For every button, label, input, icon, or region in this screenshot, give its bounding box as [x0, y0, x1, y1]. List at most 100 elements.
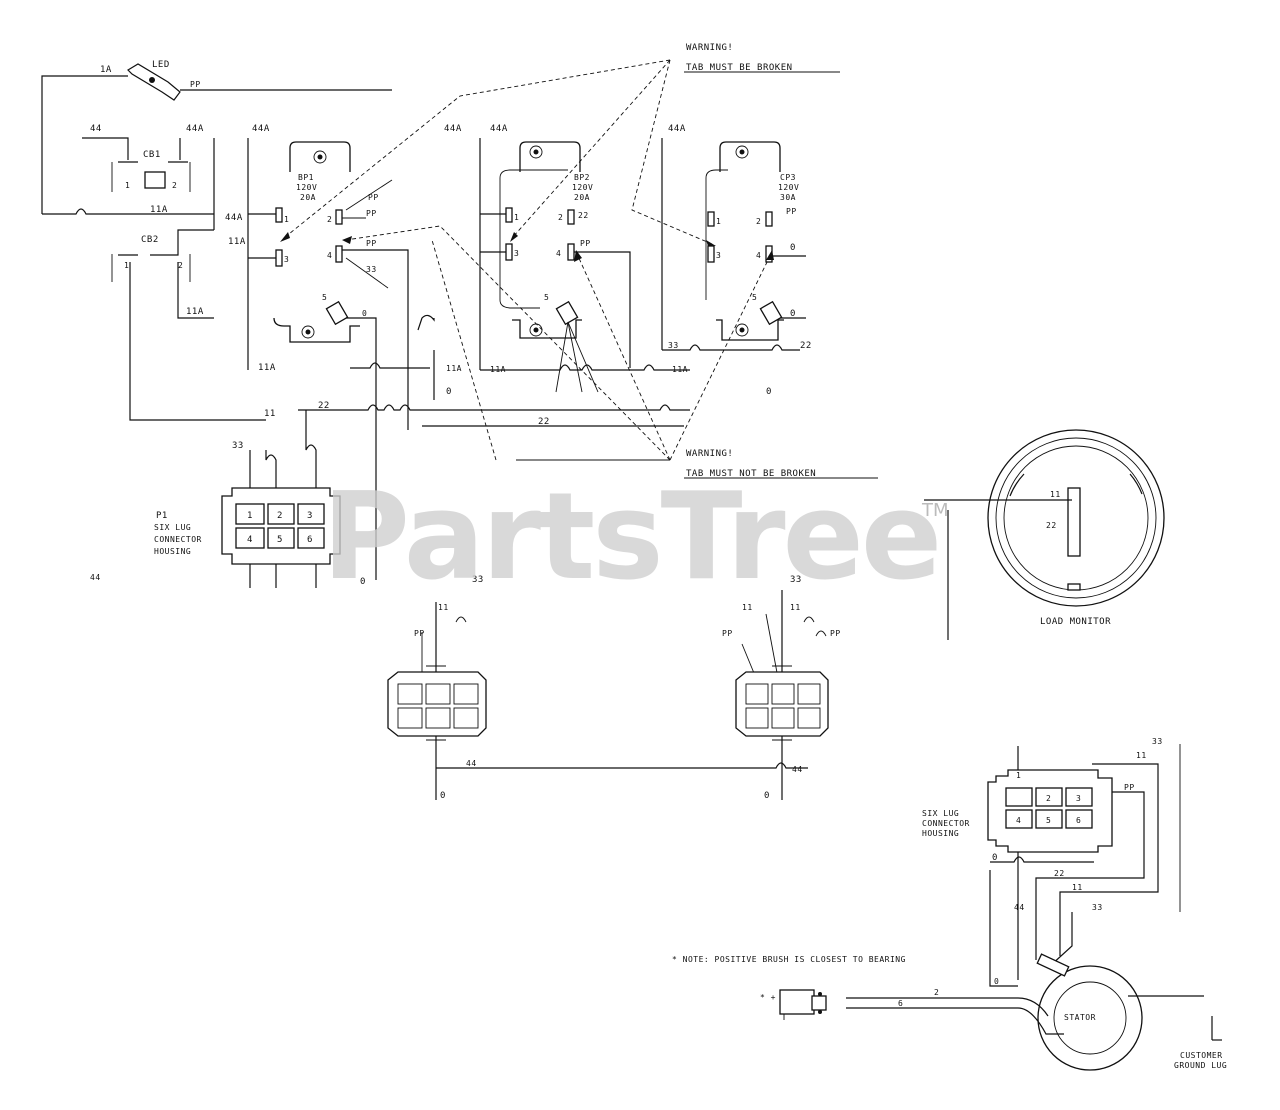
wire-label-pp-st: PP — [1124, 783, 1135, 792]
cb2-label: CB2 — [141, 235, 159, 245]
p1-pin-5: 5 — [277, 535, 283, 545]
wire-label-6-st: 6 — [898, 999, 903, 1008]
six-lug-pin-5: 5 — [1046, 816, 1051, 825]
six-lug-pin-2: 2 — [1046, 794, 1051, 803]
cb1-pin-2: 2 — [172, 181, 177, 190]
wire-label-33-st: 33 — [1152, 737, 1163, 746]
bp1-wire-0: 0 — [362, 309, 367, 318]
bus-label-22-a: 22 — [318, 401, 330, 411]
stator-assembly: 33 11 PP 2 3 4 5 6 1 SIX LUG CONNECTOR H… — [672, 737, 1227, 1071]
cp3-wire-33: 33 — [668, 341, 679, 350]
bus-label-0-a: 0 — [446, 387, 452, 397]
wire-label-44a-mid: 44A — [225, 213, 243, 223]
stator-label: STATOR — [1064, 1013, 1096, 1022]
wire-label-33-p1: 33 — [232, 441, 244, 451]
cb2-breaker: CB2 1 2 11A — [111, 229, 266, 421]
bp2-amp: 20A — [574, 193, 590, 202]
p1-pin-2: 2 — [277, 511, 283, 521]
wire-label-44-cb1: 44 — [90, 124, 102, 134]
connector-12-left: 33 11 PP 44 0 — [387, 575, 808, 801]
wire-label-0-cl: 0 — [440, 791, 446, 801]
bp2-wire-pp: PP — [580, 239, 591, 248]
wire-label-11-st-b: 11 — [1072, 883, 1083, 892]
cp3-wire-0b: 0 — [790, 309, 796, 319]
bus-label-22-b: 22 — [538, 417, 550, 427]
p1-pin-4: 4 — [247, 535, 253, 545]
bus-label-11a-b: 11A — [490, 365, 506, 374]
p1-connector: 33 1 2 3 4 5 6 P1 SIX LUG CONNECTOR HOUS… — [90, 410, 366, 588]
wire-label-0-p1: 0 — [360, 577, 366, 587]
bp2-pin-2: 2 — [558, 213, 563, 222]
cp3-name: CP3 — [780, 173, 796, 182]
wire-label-44a-bp1: 44A — [252, 124, 270, 134]
cb1-breaker: 44 44A CB1 1 2 — [82, 124, 204, 192]
six-lug-pin-4: 4 — [1016, 816, 1021, 825]
ground-line2: GROUND LUG — [1174, 1061, 1227, 1070]
bp2-wire-22: 22 — [578, 211, 589, 220]
wire-label-11-cr-a: 11 — [742, 603, 753, 612]
wire-label-11-cl: 11 — [438, 603, 449, 612]
bus-label-11: 11 — [264, 409, 276, 419]
wire-label-11a-loop: 11A — [150, 205, 168, 215]
bus-label-11a-c: 11A — [672, 365, 688, 374]
led-label: LED — [152, 60, 170, 70]
bp1-volt: 120V — [296, 183, 317, 192]
p1-line3: HOUSING — [154, 547, 191, 556]
wire-label-44a-cb1: 44A — [186, 124, 204, 134]
warning-top-title: WARNING! — [686, 43, 733, 53]
brush-polarity: * + — [760, 993, 776, 1002]
p1-name: P1 — [156, 511, 168, 521]
cb2-pin-2: 2 — [178, 261, 183, 270]
bp1-wire-pp-c: PP — [366, 239, 377, 248]
wire-label-0-st-b: 0 — [994, 977, 999, 986]
cb1-label: CB1 — [143, 150, 161, 160]
led-circuit: 1A LED PP — [41, 60, 392, 214]
load-monitor-label: LOAD MONITOR — [1040, 617, 1111, 627]
bp2-pin-4: 4 — [556, 249, 561, 258]
cp3-wire-0a: 0 — [790, 243, 796, 253]
p1-line2: CONNECTOR — [154, 535, 202, 544]
cb1-pin-1: 1 — [125, 181, 130, 190]
bp1-receptacle: BP1 120V 20A 1 3 2 4 PP PP PP 33 5 0 — [248, 141, 435, 580]
cb2-pin-1: 1 — [124, 261, 129, 270]
wire-label-11a-bottom: 11A — [258, 363, 276, 373]
cp3-pin-1: 1 — [716, 217, 721, 226]
wire-label-11a-cb2: 11A — [186, 307, 204, 317]
bp1-amp: 20A — [300, 193, 316, 202]
wire-label-44-cr: 44 — [792, 765, 803, 774]
lm-wire-22: 22 — [1046, 521, 1057, 530]
six-lug-line2: CONNECTOR — [922, 819, 970, 828]
p1-pin-6: 6 — [307, 535, 313, 545]
wire-label-33-cl: 33 — [472, 575, 484, 585]
six-lug-line3: HOUSING — [922, 829, 959, 838]
wire-label-pp-cl: PP — [414, 629, 425, 638]
wire-label-pp-cr-b: PP — [830, 629, 841, 638]
wire-label-11a-mid: 11A — [228, 237, 246, 247]
bp2-pin-1: 1 — [514, 213, 519, 222]
ground-line1: CUSTOMER — [1180, 1051, 1223, 1060]
bp1-wire-pp-b: PP — [366, 209, 377, 218]
wire-label-33-cr: 33 — [790, 575, 802, 585]
wire-label-11-cr-b: 11 — [790, 603, 801, 612]
cp3-pin-2: 2 — [756, 217, 761, 226]
warning-mid-title: WARNING! — [686, 449, 733, 459]
lm-wire-11: 11 — [1050, 490, 1061, 499]
wire-label-44a-cp3: 44A — [668, 124, 686, 134]
wire-label-1a-top: 1A — [100, 65, 112, 75]
bus-label-0-b: 0 — [766, 387, 772, 397]
six-lug-line1: SIX LUG — [922, 809, 959, 818]
cp3-pin-4: 4 — [756, 251, 761, 260]
parts-tree-watermark: PartsTree — [322, 468, 942, 607]
bp1-pin-1: 1 — [284, 215, 289, 224]
wire-label-44-p1: 44 — [90, 573, 101, 582]
bp2-name: BP2 — [574, 173, 590, 182]
wire-label-11-st: 11 — [1136, 751, 1147, 760]
wire-label-pp-cr-a: PP — [722, 629, 733, 638]
p1-line1: SIX LUG — [154, 523, 191, 532]
cp3-volt: 120V — [778, 183, 799, 192]
six-lug-pin-6: 6 — [1076, 816, 1081, 825]
wire-label-44a-bp2b: 44A — [490, 124, 508, 134]
six-lug-pin-3: 3 — [1076, 794, 1081, 803]
wire-label-22-st: 22 — [1054, 869, 1065, 878]
